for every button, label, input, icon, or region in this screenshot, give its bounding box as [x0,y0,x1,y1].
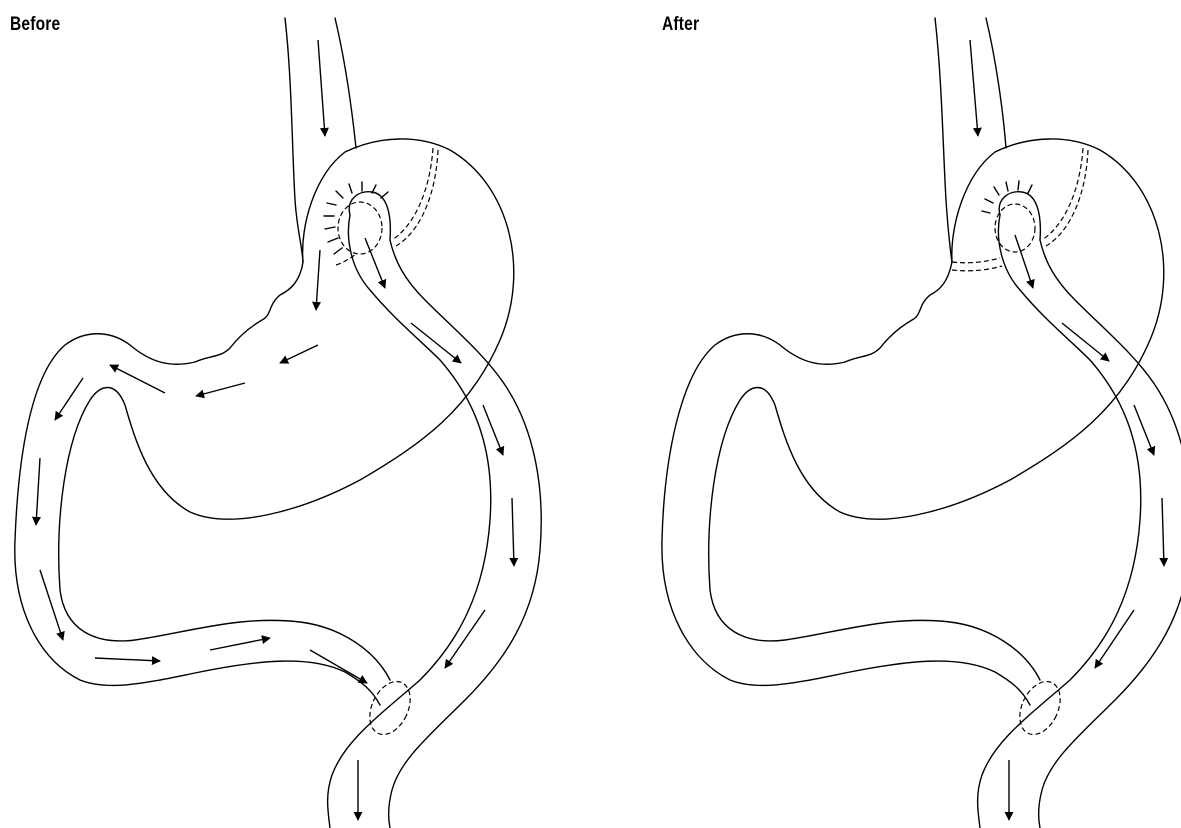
after-panel: After [650,0,1181,828]
stoma-dashed [995,204,1035,252]
staple-line [1042,148,1083,240]
intestine-right-wall [1039,240,1181,828]
staple-line-lower [336,255,355,265]
arrow-esophagus [970,40,978,136]
intestine-right-wall [389,240,542,828]
esophagus-left-wall [935,18,952,262]
transection-line [952,258,1000,263]
pylorus-dashed [362,675,418,741]
esophagus-right-wall [335,18,356,148]
arrow-limb-3 [512,498,514,566]
intestine-left-wall [328,215,491,828]
stoma-dashed [338,202,382,254]
arrow-body-2 [280,345,318,363]
arrow-loop-4 [95,658,160,661]
arrow-body-1 [316,250,320,310]
esophagus-left-wall [285,18,303,262]
transection-line-lower [952,266,1002,271]
stomach-lesser-curvature [662,262,1030,705]
before-diagram [0,0,590,828]
after-diagram [650,0,1181,828]
before-panel: Before [0,0,590,828]
flow-arrows [970,40,1164,820]
stomach-outer-wall [59,139,514,680]
arrow-body-4 [110,365,165,393]
stoma-stitches [324,182,388,254]
stomach-lesser-curvature [15,262,380,705]
arrow-loop-2 [36,458,40,525]
arrow-stoma [1015,235,1033,288]
intestine-left-wall [978,215,1141,828]
arrow-limb-2 [1134,405,1154,455]
arrow-loop-6 [310,650,367,683]
arrow-limb-2 [483,405,503,455]
arrow-stoma [365,238,385,288]
pylorus-dashed [1012,675,1068,741]
stoma-stitches [982,181,1032,213]
esophagus-right-wall [986,18,1006,148]
staple-line [392,148,433,240]
arrow-loop-5 [210,638,270,650]
arrow-body-3 [196,383,245,396]
stoma-ring [349,192,390,240]
flow-arrows [36,40,514,820]
arrow-limb-3 [1162,498,1164,566]
arrow-esophagus [318,40,325,136]
stomach-outer-wall [709,139,1164,680]
arrow-loop-1 [55,378,83,420]
